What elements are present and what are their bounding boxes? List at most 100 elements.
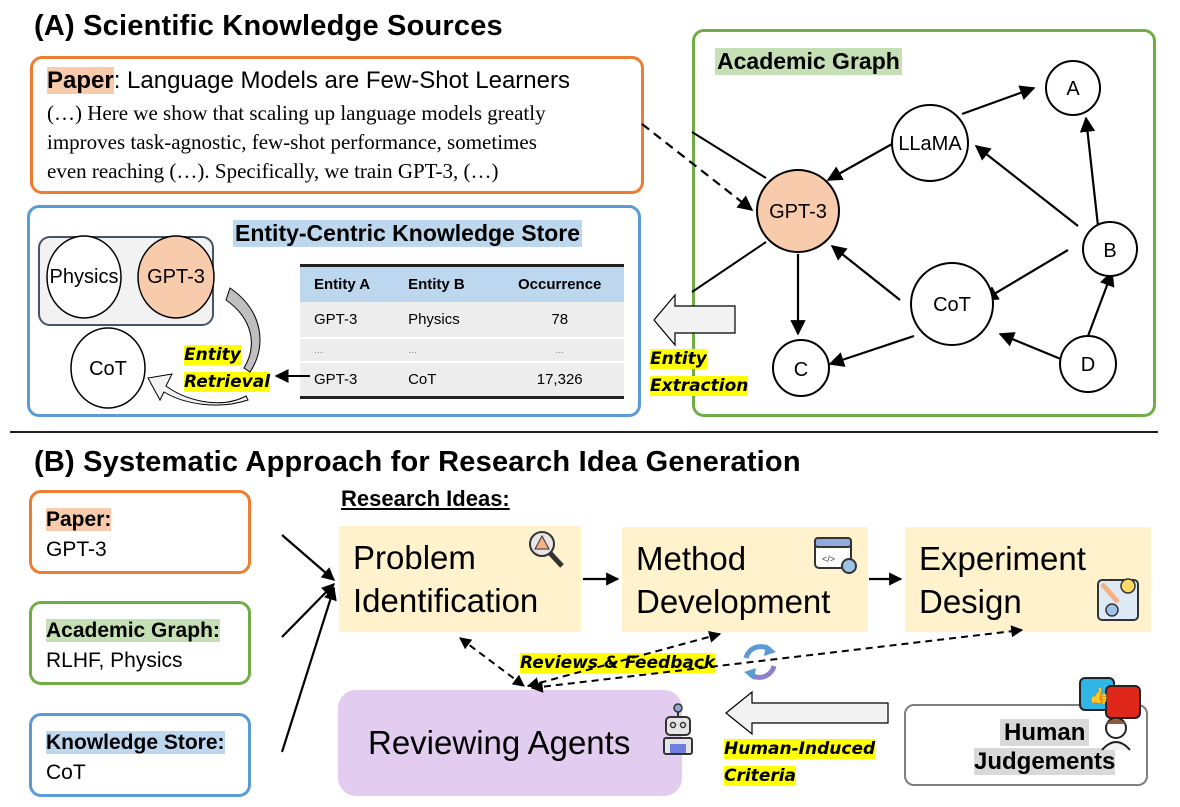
excerpt-line: improves task-agnostic, few-shot perform… xyxy=(47,130,537,154)
input-label: Knowledge Store: xyxy=(46,731,225,754)
label-line: Entity xyxy=(650,349,707,369)
table-row: … … … xyxy=(300,337,624,362)
edge-llama-a xyxy=(961,85,1036,116)
entity-node-physics: Physics xyxy=(46,235,122,319)
code-window-gear-icon: </> xyxy=(814,537,857,574)
paper-box: Paper: Language Models are Few-Shot Lear… xyxy=(30,56,644,194)
entity-node-cot: CoT xyxy=(70,327,146,409)
section-b-graphics: </> 👍 xyxy=(280,531,1141,755)
cell: … xyxy=(555,344,565,355)
human-criteria-label: Human-Induced Criteria xyxy=(724,736,876,790)
cell: … xyxy=(314,344,323,355)
research-ideas-heading: Research Ideas: xyxy=(341,486,510,511)
cell: CoT xyxy=(408,370,437,388)
svg-text:B: B xyxy=(1103,240,1116,262)
edge-cot-c xyxy=(828,334,915,367)
label-line: Criteria xyxy=(724,766,797,786)
svg-text:GPT-3: GPT-3 xyxy=(147,266,205,288)
table-row: GPT-3 CoT 17,326 xyxy=(300,361,624,398)
col-header: Entity B xyxy=(408,275,465,293)
section-divider xyxy=(10,431,1158,433)
idea-experiment-design: Experiment Design xyxy=(905,527,1151,632)
idea-line: Experiment xyxy=(919,540,1086,577)
idea-line: Identification xyxy=(353,582,539,619)
graph-edge xyxy=(691,241,767,293)
edge-llama-gpt3 xyxy=(826,143,893,181)
academic-graph-title: Academic Graph xyxy=(715,48,902,75)
input-value: CoT xyxy=(46,761,86,784)
graph-node-c: C xyxy=(772,339,830,397)
feedback-dashed-arrow xyxy=(459,637,525,687)
edge-b-cot xyxy=(982,249,1069,301)
svg-text:CoT: CoT xyxy=(89,358,127,380)
graph-node-gpt3: GPT-3 xyxy=(756,169,840,253)
edge-cot-gpt3 xyxy=(830,245,901,301)
svg-text:A: A xyxy=(1066,78,1080,100)
graph-node-cot: CoT xyxy=(910,262,994,346)
idea-line: Method xyxy=(636,540,747,577)
input-knowledge-store-box: Knowledge Store: CoT xyxy=(29,713,251,797)
input-academic-graph-box: Academic Graph: RLHF, Physics xyxy=(29,601,251,685)
col-header: Occurrence xyxy=(518,275,602,293)
cell: 17,326 xyxy=(536,370,583,388)
input-arrow xyxy=(280,586,337,753)
input-arrow xyxy=(281,534,335,581)
paper-excerpt: (…) Here we show that scaling up languag… xyxy=(47,99,546,186)
entity-extraction-arrow xyxy=(653,293,736,347)
robot-icon xyxy=(663,703,693,755)
label-line: Human xyxy=(1000,719,1090,746)
graph-node-b: B xyxy=(1082,221,1138,277)
edge-d-b xyxy=(1086,270,1115,337)
feedback-dashed-arrow xyxy=(526,631,722,689)
edge-d-cot xyxy=(998,332,1069,364)
svg-text:Physics: Physics xyxy=(50,266,119,288)
feedback-dashed-arrow xyxy=(530,625,1024,693)
entity-extraction-label: Entity Extraction xyxy=(650,346,749,400)
thumbs-feedback-person-icon: 👍 xyxy=(1079,677,1141,751)
excerpt-line: even reaching (…). Specifically, we trai… xyxy=(47,159,499,183)
svg-text:</>: </> xyxy=(822,554,835,564)
graph-node-a: A xyxy=(1045,60,1101,116)
input-label: Paper: xyxy=(46,508,112,531)
idea-line: Problem xyxy=(353,539,476,576)
idea-line: Design xyxy=(919,583,1022,620)
cell: Physics xyxy=(408,310,460,328)
magnifier-warning-icon xyxy=(529,531,564,568)
entity-retrieval-label: Entity Retrieval xyxy=(184,342,271,396)
svg-text:CoT: CoT xyxy=(933,294,971,316)
cell: GPT-3 xyxy=(314,370,358,388)
table-row: GPT-3 Physics 78 xyxy=(300,301,624,338)
cell: … xyxy=(408,344,418,355)
svg-text:D: D xyxy=(1081,354,1095,376)
retrieval-curved-arrow-tail xyxy=(147,373,249,406)
idea-line: Development xyxy=(636,583,831,620)
graph-node-d: D xyxy=(1059,335,1117,393)
edge-b-a xyxy=(1079,116,1100,227)
edge-b-llama xyxy=(974,145,1079,227)
label-line: Human-Induced xyxy=(724,739,876,759)
input-value: RLHF, Physics xyxy=(46,649,183,672)
knowledge-store-title: Entity-Centric Knowledge Store xyxy=(233,220,583,247)
blueprint-bulb-icon xyxy=(1097,578,1139,621)
reviewing-agents-label: Reviewing Agents xyxy=(368,724,631,761)
entity-node-gpt3: GPT-3 xyxy=(137,235,215,319)
svg-text:LLaMA: LLaMA xyxy=(898,133,962,155)
paper-label: Paper xyxy=(47,67,114,94)
input-paper-box: Paper: GPT-3 xyxy=(29,490,251,574)
graph-node-llama: LLaMA xyxy=(891,104,969,182)
refresh-cycle-icon xyxy=(743,644,777,680)
svg-text:GPT-3: GPT-3 xyxy=(769,201,827,223)
input-value: GPT-3 xyxy=(46,538,107,561)
academic-graph-box: Academic Graph xyxy=(692,29,1156,417)
cell: GPT-3 xyxy=(314,310,358,328)
col-header: Entity A xyxy=(314,275,371,293)
svg-text:C: C xyxy=(794,359,808,381)
cell: 78 xyxy=(551,310,569,328)
paper-title: : Language Models are Few-Shot Learners xyxy=(113,67,570,94)
excerpt-line: (…) Here we show that scaling up languag… xyxy=(47,101,546,125)
svg-text:👍: 👍 xyxy=(1089,686,1109,705)
graph-edge xyxy=(691,131,767,179)
section-a-title: (A) Scientific Knowledge Sources xyxy=(34,10,503,42)
input-label: Academic Graph: xyxy=(46,619,220,642)
paper-to-gpt3-dashed-arrow xyxy=(641,123,754,211)
